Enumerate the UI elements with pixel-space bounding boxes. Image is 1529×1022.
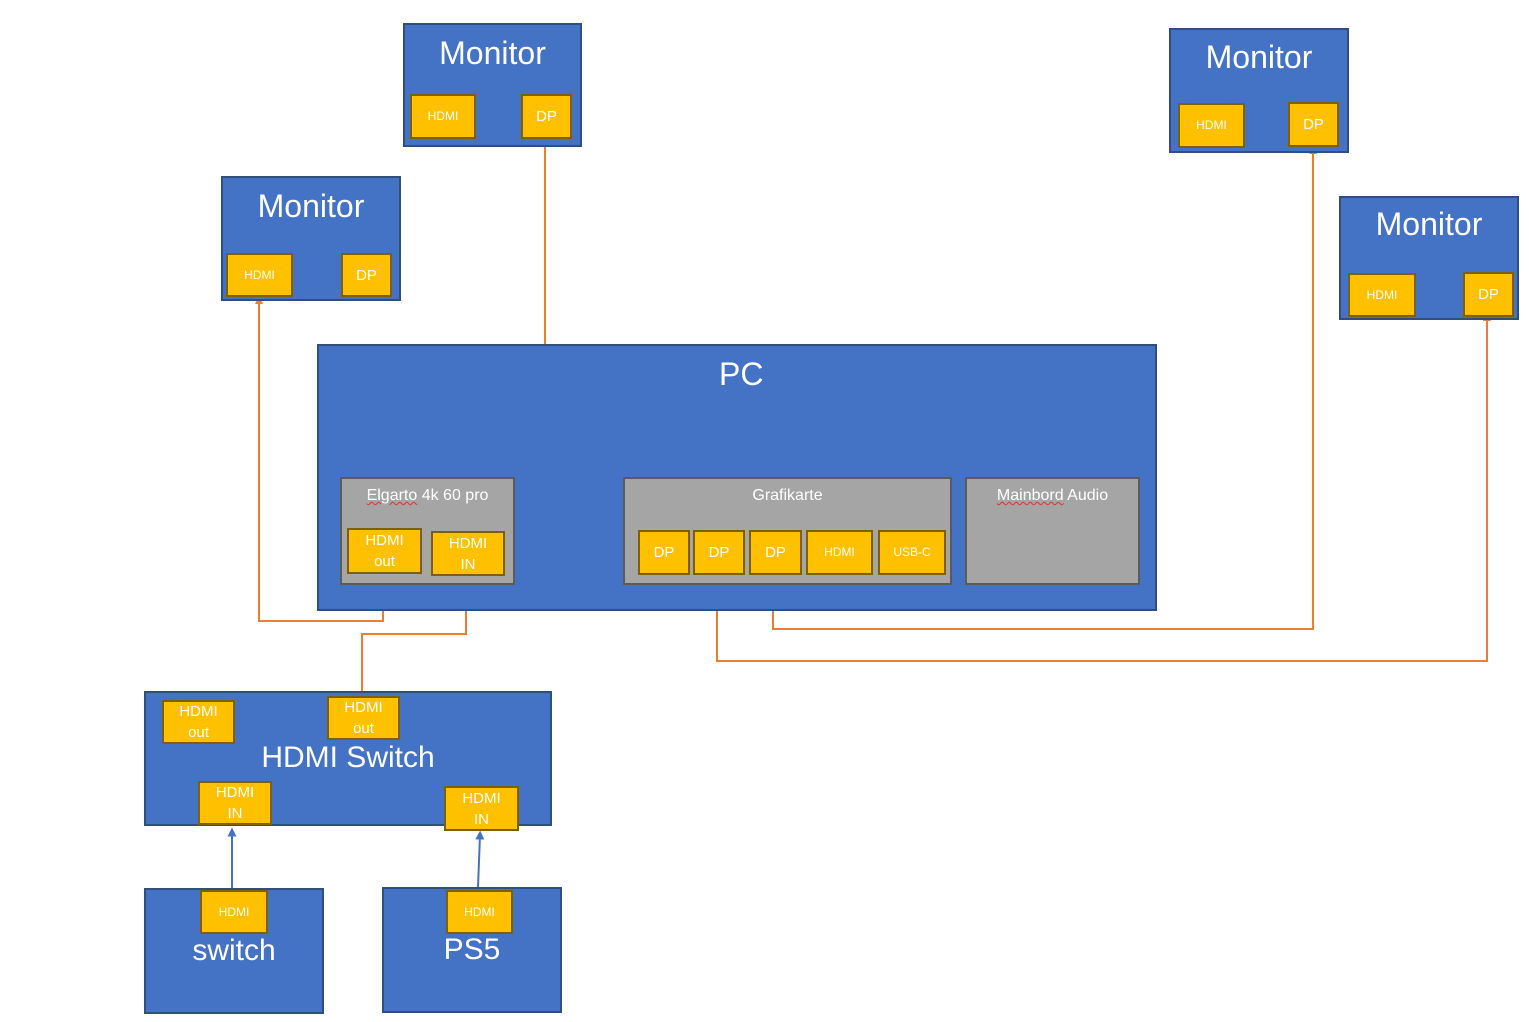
hdmi-switch-title: HDMI Switch [261,741,435,774]
monitor-dp-port: DP [341,253,392,297]
elgato-hdmi-in-port: HDMI IN [431,531,505,576]
monitor-right-1: Monitor HDMI DP [1169,28,1349,153]
monitor-hdmi-port: HDMI [226,253,293,297]
monitor-title: Monitor [439,35,546,71]
gpu-hdmi-port: HDMI [806,530,873,575]
pc-title: PC [719,356,764,392]
cable-gpu-dp2-to-monitor-right2 [716,313,1491,662]
gpu-title: Grafikarte [752,487,823,504]
switch-console-hdmi-port: HDMI [200,890,268,934]
gpu-dp-port-3: DP [749,530,802,575]
hdmi-switch-in-port-1: HDMI IN [198,781,272,825]
gpu-dp-port-2: DP [693,530,745,575]
gpu-card: Grafikarte DP DP DP HDMI USB-C [623,477,952,585]
monitor-title: Monitor [257,188,365,224]
gpu-dp-port-1: DP [638,530,690,575]
hdmi-switch-out-port-1: HDMI out [162,700,235,744]
monitor-dp-port: DP [1288,102,1339,147]
hdmi-switch-out-port-2: HDMI out [327,696,400,740]
switch-console-box: switch HDMI [144,888,324,1014]
monitor-right-2: Monitor HDMI DP [1339,196,1519,320]
mainboard-audio-title: Mainbord Audio [996,487,1109,504]
monitor-hdmi-port: HDMI [410,94,476,139]
cable-ps5-to-hdmi-in [475,830,485,888]
hdmi-switch-box: HDMI Switch HDMI out HDMI out HDMI IN HD… [144,691,552,831]
ps5-box: PS5 HDMI [382,887,562,1013]
elgato-card: Elgarto 4k 60 pro HDMI out HDMI IN [340,477,515,585]
ps5-hdmi-port: HDMI [446,890,513,934]
gpu-usb-c-port: USB-C [878,530,946,575]
switch-console-title: switch [192,934,276,967]
hdmi-switch-in-port-2: HDMI IN [444,786,519,831]
monitor-dp-port: DP [1463,272,1514,317]
pc-box: PC Elgarto 4k 60 pro HDMI out HDMI IN Gr… [317,344,1157,611]
monitor-title: Monitor [1205,39,1313,75]
elgato-title: Elgarto 4k 60 pro [366,487,489,504]
ps5-title: PS5 [443,933,501,966]
monitor-title: Monitor [1375,206,1483,242]
monitor-hdmi-port: HDMI [1348,273,1416,317]
elgato-hdmi-out-port: HDMI out [347,528,422,574]
monitor-hdmi-port: HDMI [1178,103,1245,148]
monitor-top: Monitor HDMI DP [403,23,582,147]
monitor-left: Monitor HDMI DP [221,176,401,301]
monitor-dp-port: DP [521,94,572,139]
mainboard-audio-card: Mainbord Audio [965,477,1140,585]
